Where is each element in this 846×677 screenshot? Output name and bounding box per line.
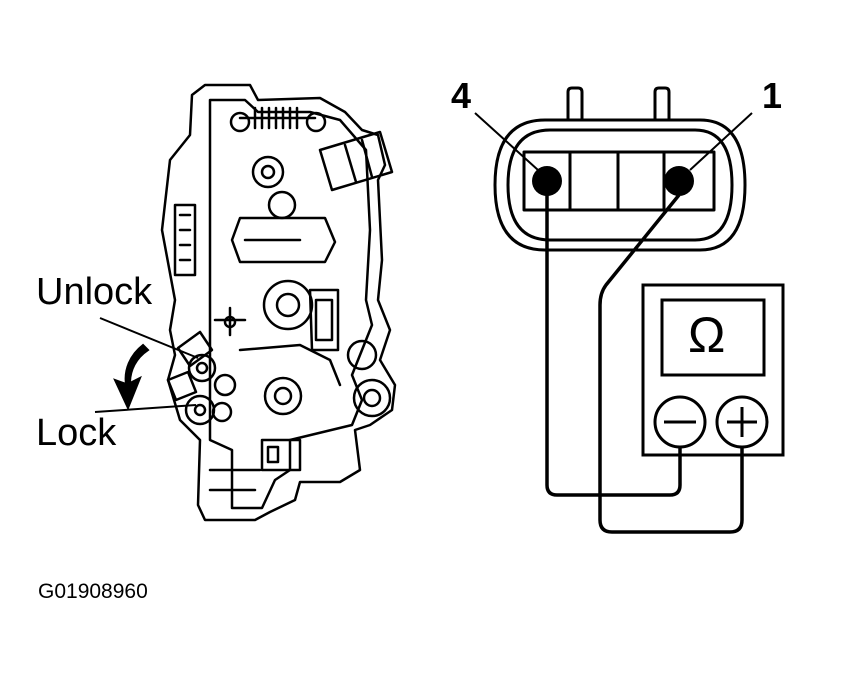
unlock-label: Unlock [36,271,153,313]
pin-4-label: 4 [451,75,472,116]
ohmmeter-icon [641,283,785,457]
test-lead-positive [598,193,744,534]
pin-1-contact [664,166,694,196]
lock-leader-line [94,404,197,413]
pin-4-contact [532,166,562,196]
lock-label: Lock [36,412,117,454]
unlock-leader-line [99,317,199,359]
ohm-symbol: Ω [688,307,726,363]
negative-terminal [653,395,707,449]
positive-terminal [715,395,769,449]
arrow-down-icon [113,343,150,411]
connector-icon [493,86,747,252]
pin-1-label: 1 [762,75,783,116]
test-lead-negative [545,195,682,497]
door-lock-actuator-illustration [160,83,397,522]
pin-4-leader-line [474,112,539,171]
pin-1-leader-line [689,112,753,171]
figure-id: G01908960 [38,580,148,603]
